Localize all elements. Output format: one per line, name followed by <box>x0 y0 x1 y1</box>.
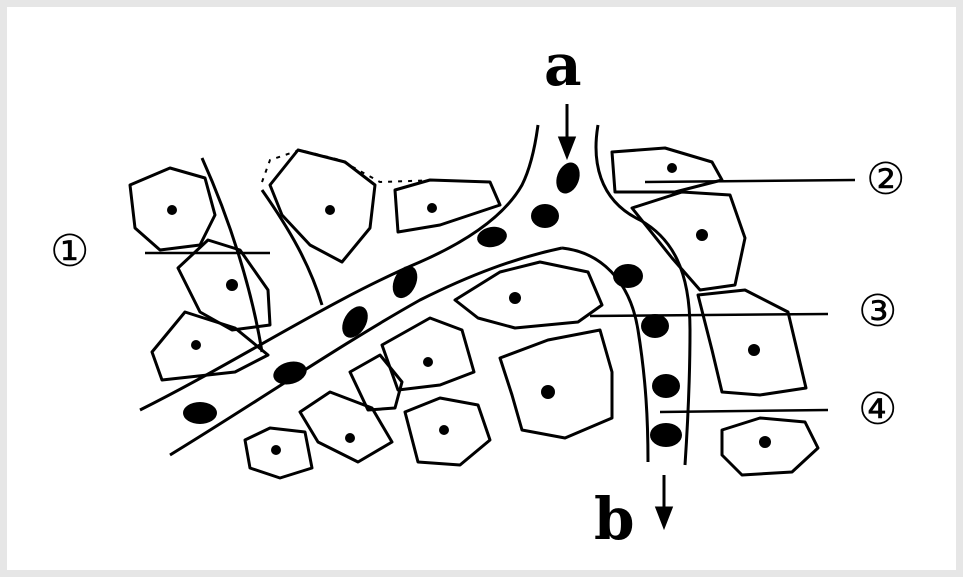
cell <box>403 396 492 467</box>
nucleus <box>509 292 521 304</box>
blood-cells <box>183 162 682 447</box>
blood-cell <box>556 162 580 194</box>
label-a: a <box>544 31 582 99</box>
blood-cell <box>652 374 680 398</box>
cell <box>696 288 808 397</box>
nucleus <box>667 163 677 173</box>
nucleus <box>748 344 760 356</box>
cell <box>150 310 270 382</box>
vessel-wall-branch2 <box>260 189 324 306</box>
vessel-wall-lower <box>169 246 563 457</box>
leader-line-4 <box>659 408 829 414</box>
flow-arrows <box>557 104 674 531</box>
label-3: ③ <box>858 286 898 337</box>
nucleus <box>759 436 771 448</box>
nucleus <box>427 203 437 213</box>
nucleus <box>271 445 281 455</box>
cell <box>176 238 272 332</box>
label-4: ④ <box>858 384 898 435</box>
cell <box>298 390 394 464</box>
blood-cell <box>477 226 507 248</box>
cells <box>128 146 820 480</box>
nucleus <box>345 433 355 443</box>
vessel-wall-right-outer <box>594 124 692 466</box>
label-1: ① <box>50 226 90 277</box>
nucleus <box>167 205 177 215</box>
cell <box>453 260 604 330</box>
blood-cell <box>613 264 643 288</box>
cell <box>348 353 404 412</box>
blood-cell <box>392 265 418 299</box>
cell <box>268 148 377 264</box>
nucleus <box>541 385 555 399</box>
cell <box>630 190 747 292</box>
nucleus <box>423 357 433 367</box>
label-2: ② <box>866 154 906 205</box>
nucleus <box>191 340 201 350</box>
leader-line-3 <box>589 312 829 318</box>
vessel-wall-right-inner <box>561 246 650 463</box>
blood-cell <box>531 204 559 228</box>
cell <box>498 328 614 440</box>
cell <box>128 166 217 252</box>
cell <box>720 416 820 477</box>
blood-cell <box>273 361 307 385</box>
cell <box>610 146 724 194</box>
blood-cell <box>641 314 669 338</box>
capillary-walls <box>139 124 692 466</box>
cell <box>380 316 476 392</box>
blood-cell <box>342 306 368 338</box>
label-b: b <box>594 485 635 553</box>
cell <box>243 426 314 480</box>
nuclei <box>167 163 771 455</box>
blood-cell <box>650 423 682 447</box>
arrow-out-head <box>654 506 674 531</box>
nucleus <box>325 205 335 215</box>
nucleus <box>226 279 238 291</box>
leader-line-2 <box>644 178 856 184</box>
leader-lines <box>145 178 856 414</box>
vessel-wall-upper <box>139 124 540 412</box>
arrow-in-head <box>557 136 577 161</box>
broken-cell <box>261 148 441 184</box>
vessel-wall-branch1 <box>200 157 264 353</box>
blood-cell <box>183 402 217 424</box>
nucleus <box>439 425 449 435</box>
nucleus <box>696 229 708 241</box>
